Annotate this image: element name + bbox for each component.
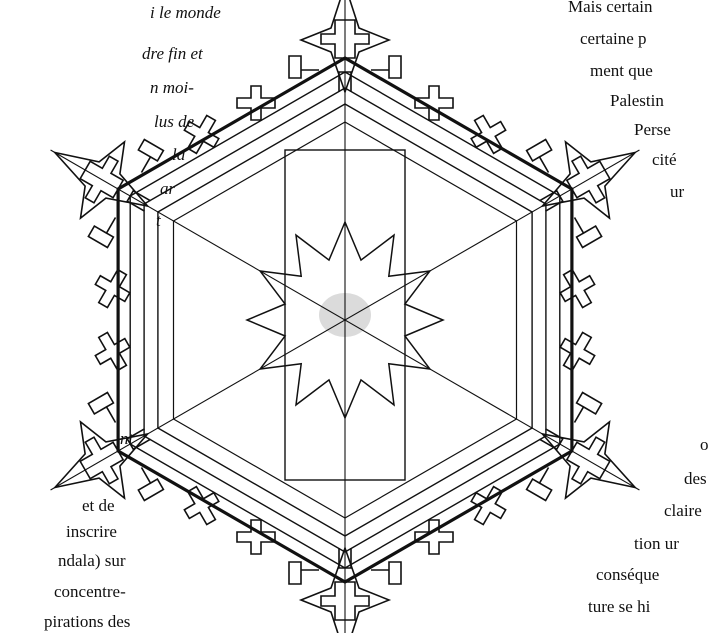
book-page: i le monde dre fin et n moi- lus de la a… [0, 0, 722, 633]
mandala-ornament [0, 0, 722, 633]
